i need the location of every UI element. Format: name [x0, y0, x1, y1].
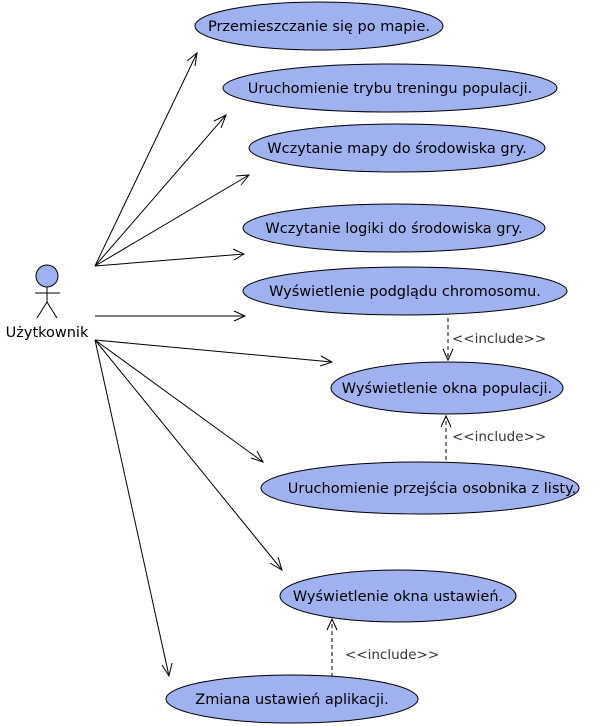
use-case-ellipse [242, 266, 568, 316]
assoc-uc6 [94, 339, 333, 363]
include-label: <<include>> [345, 647, 439, 663]
assoc-uc4 [94, 253, 245, 267]
use-case-uc2[interactable]: Uruchomienie trybu treningu populacji. [222, 63, 558, 113]
use-case-uc1[interactable]: Przemieszczanie się po mapie. [194, 1, 444, 51]
associations [94, 51, 334, 678]
use-case-label: Wczytanie logiki do środowiska gry. [265, 221, 522, 237]
actor-head [35, 264, 59, 288]
use-case-ellipse [242, 203, 546, 253]
actor-right-leg [46, 301, 58, 319]
include-label: <<include>> [452, 429, 546, 445]
use-case-ellipse [330, 361, 564, 415]
use-case-ellipse [165, 674, 419, 724]
use-case-uc4[interactable]: Wczytanie logiki do środowiska gry. [242, 203, 546, 253]
use-case-label: Wyświetlenie podglądu chromosomu. [269, 284, 541, 300]
use-case-uc7[interactable]: Uruchomienie przejścia osobnika z listy. [260, 461, 580, 515]
use-case-label: Uruchomienie trybu treningu populacji. [248, 81, 533, 97]
assoc-uc1 [94, 52, 198, 267]
use-case-ellipse [194, 1, 444, 51]
use-case-ellipse [279, 569, 517, 623]
use-case-label: Wyświetlenie okna populacji. [342, 381, 552, 397]
assoc-uc9 [94, 339, 170, 677]
actor-label: Użytkownik [6, 325, 89, 341]
use-case-label: Wczytanie mapy do środowiska gry. [267, 141, 526, 157]
use-case-uc3[interactable]: Wczytanie mapy do środowiska gry. [248, 123, 546, 173]
use-case-uc5[interactable]: Wyświetlenie podglądu chromosomu. [242, 266, 568, 316]
assoc-uc8 [94, 339, 283, 571]
assoc-uc3 [94, 174, 250, 267]
actor[interactable]: Użytkownik [6, 264, 89, 341]
use-case-uc8[interactable]: Wyświetlenie okna ustawień. [279, 569, 517, 623]
use-case-label: Przemieszczanie się po mapie. [208, 19, 430, 35]
use-case-ellipse [248, 123, 546, 173]
use-case-ellipse [260, 461, 580, 515]
include-label: <<include>> [452, 331, 546, 347]
use-case-label: Wyświetlenie okna ustawień. [293, 589, 503, 605]
include-dependencies: <<include>> <<include>> <<include>> [326, 318, 546, 677]
use-case-ellipse [222, 63, 558, 113]
actor-left-leg [36, 301, 48, 319]
use-case-label: Zmiana ustawień aplikacji. [195, 692, 388, 708]
assoc-uc7 [94, 339, 264, 463]
use-case-uc9[interactable]: Zmiana ustawień aplikacji. [165, 674, 419, 724]
use-case-label: Uruchomienie przejścia osobnika z listy. [288, 481, 576, 497]
use-case-uc6[interactable]: Wyświetlenie okna populacji. [330, 361, 564, 415]
assoc-uc2 [94, 114, 227, 267]
